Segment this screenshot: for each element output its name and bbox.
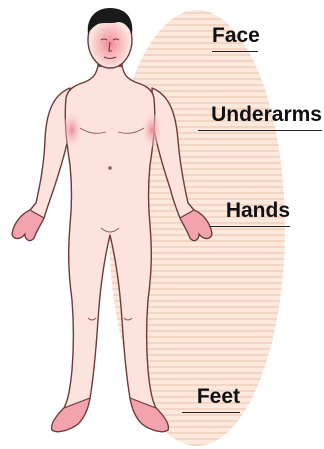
label-hands-underline — [210, 226, 290, 228]
label-hands-text: Hands — [226, 199, 290, 222]
label-face-underline — [212, 51, 258, 53]
label-feet-underline — [182, 412, 240, 414]
label-face: Face — [212, 25, 258, 46]
label-hands: Hands — [210, 200, 290, 221]
label-feet: Feet — [182, 386, 240, 407]
label-feet-text: Feet — [197, 385, 240, 408]
label-face-text: Face — [212, 24, 260, 47]
left-hand-highlight — [12, 210, 44, 241]
label-underarms: Underarms — [198, 104, 322, 125]
label-underarms-underline — [198, 130, 322, 132]
label-underarms-text: Underarms — [211, 103, 322, 126]
left-underarm-highlight — [63, 113, 81, 147]
right-underarm-highlight — [143, 113, 161, 147]
